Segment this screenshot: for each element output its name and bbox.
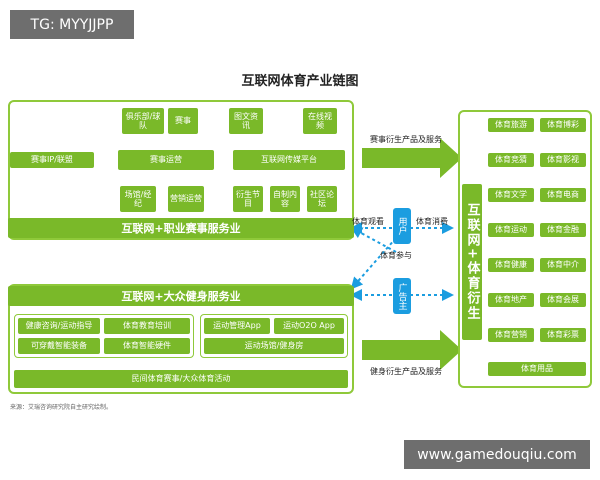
event-box: 赛事 xyxy=(168,108,198,134)
item-sports-lottery: 体育博彩 xyxy=(540,118,586,132)
item-sports-health: 体育健康 xyxy=(488,258,534,272)
item-sports-finance: 体育金融 xyxy=(540,223,586,237)
self-made-content-box: 自制内容 xyxy=(270,186,300,212)
item-sports-realestate: 体育地产 xyxy=(488,293,534,307)
gym-box: 运动场馆/健身房 xyxy=(204,338,344,354)
item-sports-ecommerce: 体育电商 xyxy=(540,188,586,202)
o2o-app-box: 运动O2O App xyxy=(274,318,344,334)
health-consult-box: 健康咨询/运动指导 xyxy=(18,318,100,334)
item-sports-lottery-ticket: 体育彩票 xyxy=(540,328,586,342)
user-node: 用户 xyxy=(393,208,411,244)
venue-agent-box: 场馆/经纪 xyxy=(120,186,156,212)
sports-app-box: 运动管理App xyxy=(204,318,270,334)
site-tag: www.gamedouqiu.com xyxy=(404,440,590,469)
consume-label: 体育消费 xyxy=(416,217,448,226)
sports-education-box: 体育教育培训 xyxy=(104,318,190,334)
event-ip-league-box: 赛事IP/联盟 xyxy=(10,152,94,168)
pro-sports-bar: 互联网+职业赛事服务业 xyxy=(8,218,354,238)
item-sports-literature: 体育文学 xyxy=(488,188,534,202)
event-operation-box: 赛事运营 xyxy=(118,150,214,170)
watermark-tag: TG: MYYJJPP xyxy=(10,10,134,39)
community-forum-box: 社区论坛 xyxy=(307,186,337,212)
item-sports-tourism: 体育旅游 xyxy=(488,118,534,132)
item-sports-agent: 体育中介 xyxy=(540,258,586,272)
participate-label: 体育参与 xyxy=(380,251,412,260)
item-sports-goods: 体育用品 xyxy=(488,362,586,376)
bottom-derivative-arrow xyxy=(362,330,462,370)
source-note: 来源：艾瑞咨询研究院自主研究绘制。 xyxy=(10,404,113,411)
item-sports-expo: 体育会展 xyxy=(540,293,586,307)
online-video-box: 在线视频 xyxy=(303,108,337,134)
derivative-title: 互联网+体育衍生 xyxy=(462,184,482,340)
marketing-operation-box: 营销运营 xyxy=(168,186,204,212)
folk-events-box: 民间体育赛事/大众体育活动 xyxy=(14,370,348,388)
top-derivative-arrow xyxy=(362,138,462,178)
diagram-title: 互联网体育产业链图 xyxy=(241,74,359,89)
bottom-arrow-label: 健身衍生产品及服务 xyxy=(370,367,442,376)
item-sports-film: 体育影视 xyxy=(540,153,586,167)
item-sports-quiz: 体育竞猜 xyxy=(488,153,534,167)
media-platform-box: 互联网传媒平台 xyxy=(233,150,345,170)
top-arrow-label: 赛事衍生产品及服务 xyxy=(370,135,442,144)
item-sports-motion: 体育运动 xyxy=(488,223,534,237)
club-team-box: 俱乐部/球队 xyxy=(122,108,164,134)
mass-fitness-bar: 互联网+大众健身服务业 xyxy=(8,286,354,306)
derivative-show-box: 衍生节目 xyxy=(233,186,263,212)
watch-label: 体育观看 xyxy=(352,217,384,226)
wearable-device-box: 可穿戴智能装备 xyxy=(18,338,100,354)
item-sports-marketing: 体育营销 xyxy=(488,328,534,342)
advertiser-node: 广告主 xyxy=(393,278,411,314)
smart-hardware-box: 体育智能硬件 xyxy=(104,338,190,354)
image-text-news-box: 图文资讯 xyxy=(229,108,263,134)
